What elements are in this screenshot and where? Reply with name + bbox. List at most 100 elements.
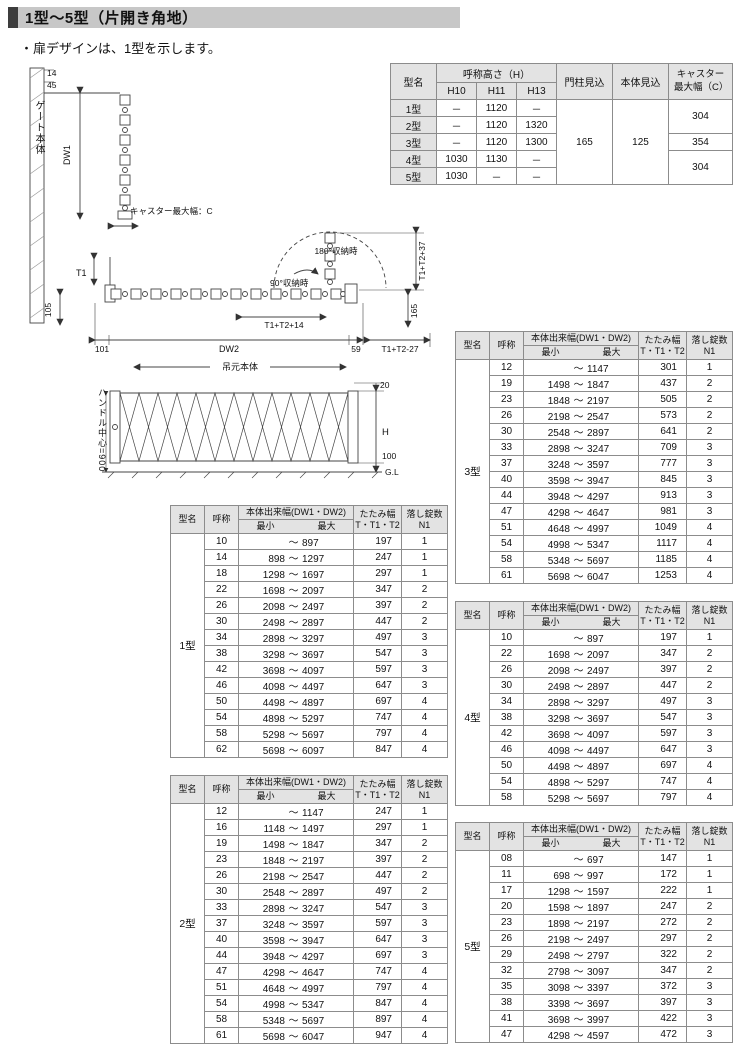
cell-size-name: 10 <box>204 533 239 550</box>
cell-fold-width: 981 <box>638 503 687 520</box>
cell-fold-width: 447 <box>353 867 402 884</box>
cell-fold-width: 222 <box>638 882 687 899</box>
cell-fold-width: 847 <box>353 741 402 758</box>
cell-size-name: 08 <box>489 850 524 867</box>
header-accent-block <box>8 7 18 28</box>
col-header-body-depth: 本体見込 <box>612 63 670 100</box>
cell-size-name: 37 <box>489 455 524 472</box>
cell-fold-width: 797 <box>353 979 402 996</box>
cell-h10: － <box>436 133 477 151</box>
cell-width-range: 1498～1847 <box>523 375 639 392</box>
cell-size-name: 23 <box>489 914 524 931</box>
model-name-label: 3型 <box>390 133 437 151</box>
cell-fold-width: 347 <box>638 645 687 662</box>
cell-lock-count: 4 <box>401 979 448 996</box>
cell-lock-count: 3 <box>686 439 733 456</box>
cell-size-name: 33 <box>489 439 524 456</box>
dim-14: 14 <box>47 68 57 78</box>
cell-fold-width: 1049 <box>638 519 687 536</box>
cell-width-range: 2898～3297 <box>523 693 639 710</box>
dim-t1t2-plus14: T1+T2+14 <box>264 320 303 330</box>
cell-lock-count: 2 <box>401 597 448 614</box>
cell-fold-width: 447 <box>638 677 687 694</box>
cell-width-range: 4648～4997 <box>238 979 354 996</box>
model-name-label: 1型 <box>170 533 205 758</box>
cell-lock-count: 4 <box>686 773 733 790</box>
elevation-view-drawing <box>102 382 384 479</box>
col-header-min-max: 最小最大 <box>523 615 639 630</box>
col-header-caster-width: キャスター最大幅（C） <box>668 63 734 100</box>
cell-h11: － <box>476 167 517 185</box>
cell-fold-width: 641 <box>638 423 687 440</box>
cell-width-range: 2898～3297 <box>238 629 354 646</box>
cell-fold-width: 297 <box>353 565 402 582</box>
plan-view-drawing <box>29 67 431 371</box>
label-dw1: DW1 <box>62 145 72 165</box>
cell-width-range: 4998～5347 <box>523 535 639 552</box>
cell-fold-width: 697 <box>638 757 687 774</box>
height-row-5: 5型 1030 － － <box>390 167 733 185</box>
cell-size-name: 54 <box>204 709 239 726</box>
cell-width-range: 3298～3697 <box>523 709 639 726</box>
cell-fold-width: 505 <box>638 391 687 408</box>
cell-lock-count: 2 <box>686 930 733 947</box>
cell-size-name: 61 <box>489 567 524 584</box>
cell-width-range: 5348～5697 <box>238 1011 354 1028</box>
cell-lock-count: 3 <box>686 487 733 504</box>
cell-size-name: 22 <box>489 645 524 662</box>
cell-width-range: 2498～2897 <box>523 677 639 694</box>
cell-width-range: 3298～3697 <box>238 645 354 662</box>
col-header-min-max: 最小最大 <box>523 345 639 360</box>
cell-lock-count: 2 <box>686 375 733 392</box>
cell-width-range: 4498～4897 <box>523 757 639 774</box>
cell-fold-width: 247 <box>353 549 402 566</box>
cell-fold-width: 797 <box>638 789 687 806</box>
cell-lock-count: 1 <box>401 819 448 836</box>
cell-width-range: 4098～4497 <box>523 741 639 758</box>
cell-lock-count: 4 <box>401 963 448 980</box>
cell-fold-width: 947 <box>353 1027 402 1044</box>
cell-width-range: 2198～2497 <box>523 930 639 947</box>
cell-width-range: 2098～2497 <box>238 597 354 614</box>
dim-100: 100 <box>382 451 396 461</box>
cell-lock-count: 3 <box>401 931 448 948</box>
cell-width-range: 5698～6097 <box>238 741 354 758</box>
cell-size-name: 42 <box>489 725 524 742</box>
cell-lock-count: 3 <box>401 661 448 678</box>
cell-size-name: 54 <box>489 535 524 552</box>
cell-lock-count: 4 <box>686 789 733 806</box>
model-name-label: 5型 <box>455 850 490 1043</box>
cell-h13: 1300 <box>515 133 558 151</box>
cell-lock-count: 1 <box>401 549 448 566</box>
col-header-min-max: 最小最大 <box>238 789 354 804</box>
cell-width-range: 1698～2097 <box>238 581 354 598</box>
cell-width-range: ～1147 <box>238 803 354 820</box>
col-header-model: 型名 <box>455 822 490 851</box>
col-header-h13: H13 <box>515 82 558 100</box>
cell-width-range: 5698～6047 <box>523 567 639 584</box>
cell-width-range: 2098～2497 <box>523 661 639 678</box>
cell-fold-width: 1253 <box>638 567 687 584</box>
cell-lock-count: 4 <box>401 741 448 758</box>
cell-width-range: 5298～5697 <box>238 725 354 742</box>
cell-lock-count: 2 <box>686 962 733 979</box>
cell-size-name: 19 <box>204 835 239 852</box>
